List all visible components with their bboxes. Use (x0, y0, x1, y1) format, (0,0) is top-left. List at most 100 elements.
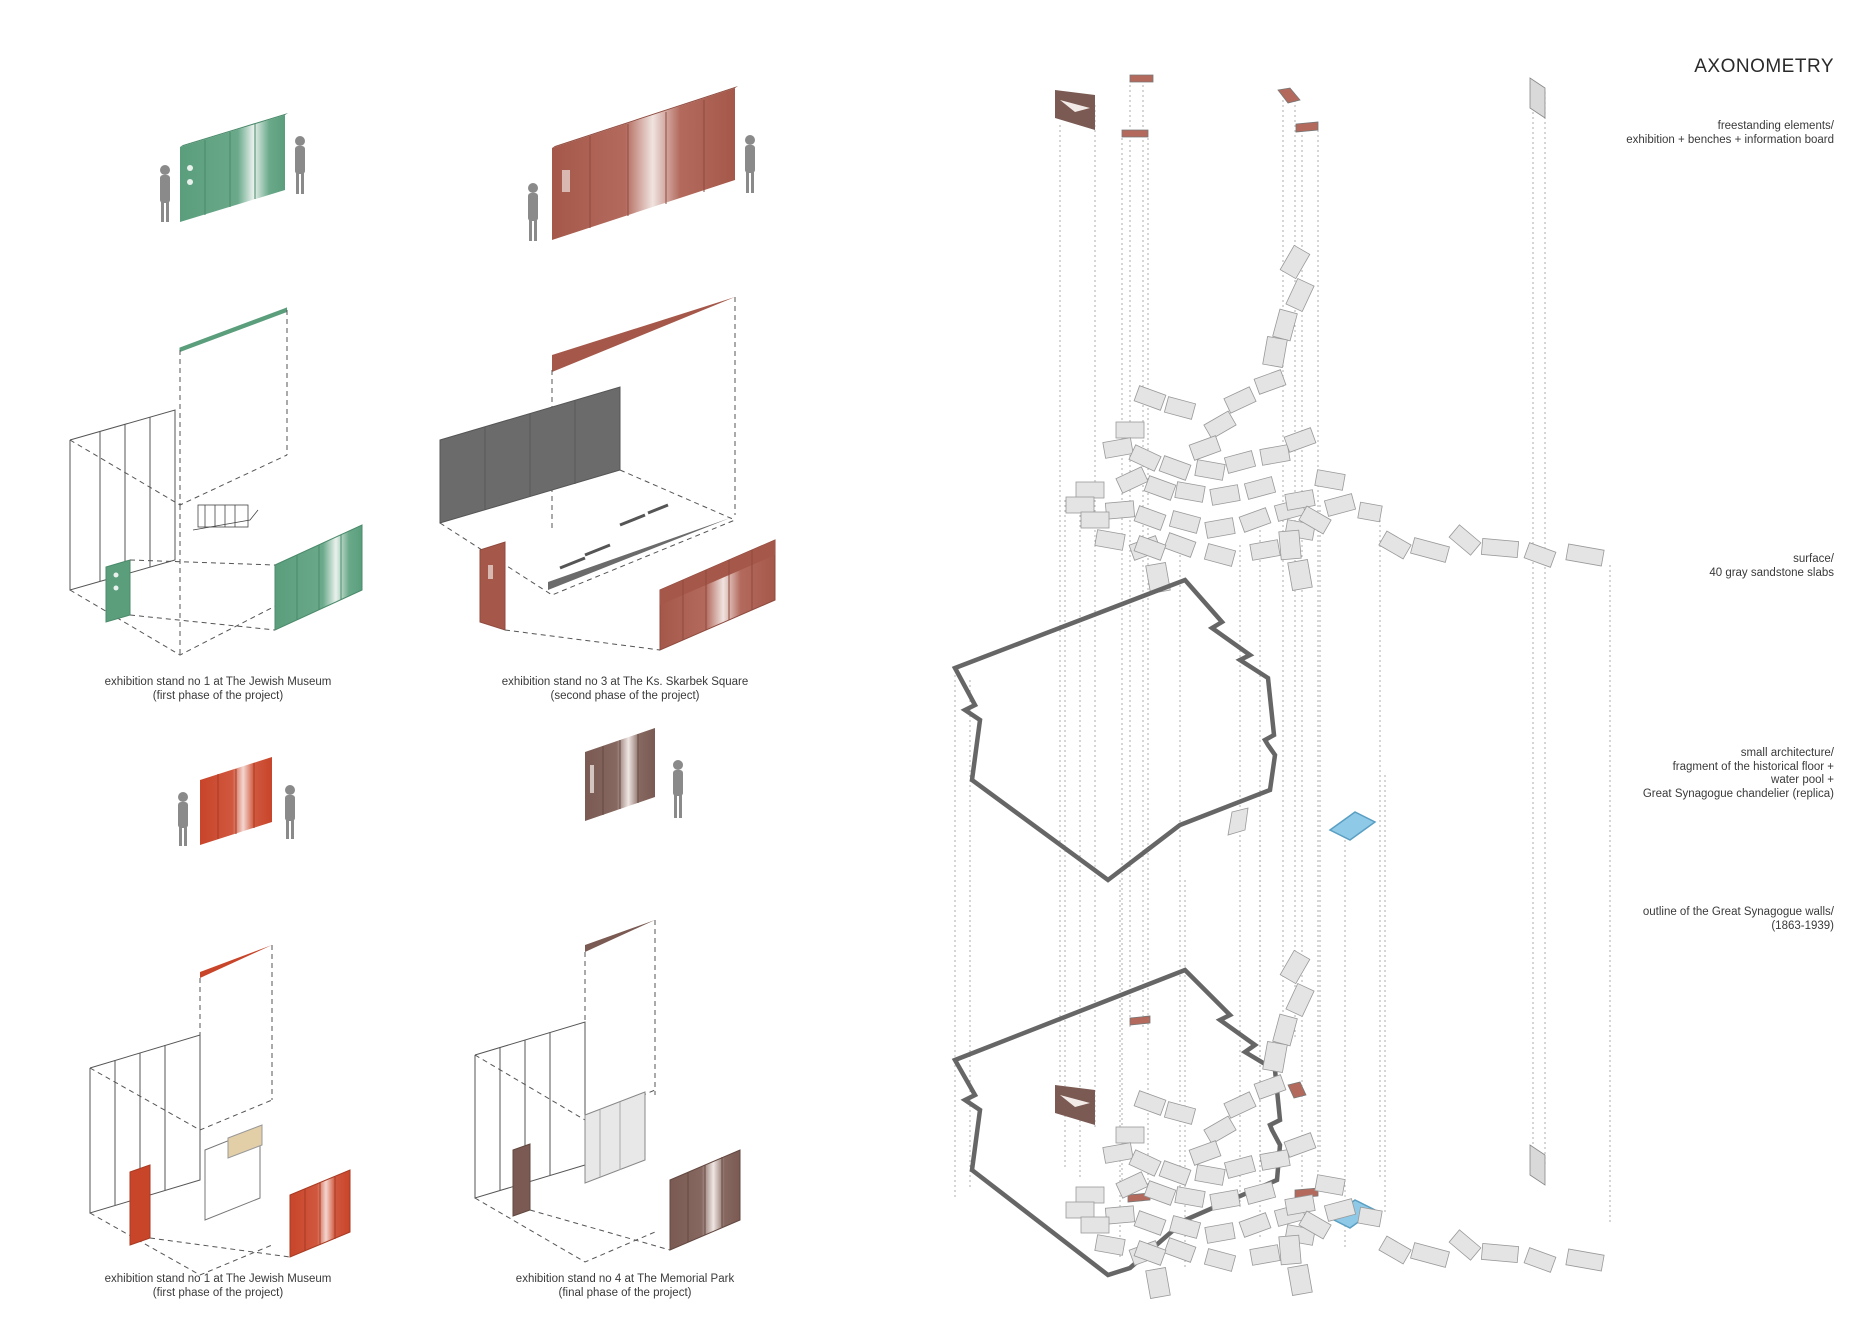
information-board-icon (1529, 77, 1546, 119)
sandstone-slab (1094, 1234, 1126, 1256)
sandstone-slab (1279, 949, 1311, 985)
sandstone-slab (1163, 396, 1197, 420)
stand-caption: exhibition stand no 3 at The Ks. Skarbek… (475, 675, 775, 703)
sandstone-slab (1314, 1174, 1346, 1196)
stand-3-perspective (528, 86, 755, 241)
sandstone-slab (1102, 1142, 1134, 1164)
sandstone-slab (1565, 543, 1605, 567)
sandstone-slab (1278, 1234, 1302, 1266)
sandstone-slab (1133, 1240, 1167, 1266)
sandstone-slab (1128, 444, 1162, 472)
sandstone-slab (1238, 507, 1272, 533)
person-silhouette (673, 760, 683, 818)
sandstone-slab (1133, 385, 1167, 411)
stand-caption-line2: (first phase of the project) (152, 690, 284, 702)
sandstone-slab (1285, 982, 1315, 1018)
chandelier-icon (192, 504, 259, 531)
sandstone-slab (1523, 1247, 1557, 1273)
stand-caption: exhibition stand no 1 at The Jewish Muse… (68, 1272, 368, 1300)
sandstone-slab (1065, 1201, 1095, 1219)
information-board-icon (1529, 1144, 1546, 1186)
layer-label-line: (1863-1939) (1771, 919, 1834, 932)
sandstone-slab (1115, 421, 1145, 439)
sandstone-slab (1115, 1126, 1145, 1144)
sandstone-slab (1168, 1215, 1202, 1239)
layer-label-line: water pool + (1771, 774, 1834, 786)
sandstone-slab (1133, 505, 1167, 531)
sandstone-slab (1203, 410, 1237, 440)
sandstone-slab (1378, 530, 1412, 560)
sandstone-slab (1158, 455, 1192, 481)
sandstone-slab (1143, 1180, 1177, 1206)
stand-caption-line1: exhibition stand no 1 at The Jewish Muse… (104, 1273, 332, 1285)
sandstone-slab (1203, 1248, 1237, 1272)
small-architecture-layer (951, 577, 1377, 883)
sandstone-slab (1075, 1186, 1105, 1204)
person-silhouette (178, 792, 188, 846)
stand-4-exploded (474, 920, 741, 1263)
person-silhouette (745, 135, 755, 193)
sandstone-slab (1194, 1164, 1226, 1186)
sandstone-slab (1203, 543, 1237, 567)
sandstone-slab (1253, 369, 1287, 395)
layer-label-line: 40 gray sandstone slabs (1709, 566, 1834, 579)
page-title: AXONOMETRY (1694, 56, 1834, 77)
stand-1-perspective (160, 113, 305, 222)
stand-caption-line1: exhibition stand no 4 at The Memorial Pa… (515, 1273, 735, 1285)
sandstone-slab (1272, 308, 1298, 342)
layer-label-line: fragment of the historical floor + (1672, 760, 1834, 773)
layer-label: surface/ 40 gray sandstone slabs (1709, 553, 1834, 580)
sandstone-slab (1194, 459, 1226, 481)
sandstone-slab (1410, 537, 1450, 563)
sandstone-slab (1262, 336, 1288, 368)
sandstone-slab (1448, 1229, 1482, 1261)
freestanding-elements (1055, 74, 1546, 138)
sandstone-slabs-surface (1065, 244, 1605, 594)
sandstone-slab (1410, 1242, 1450, 1268)
bench-icon (1129, 74, 1154, 83)
sandstone-slab (1203, 1115, 1237, 1145)
sandstone-slab (1259, 1149, 1291, 1171)
sandstone-slab (1128, 1149, 1162, 1177)
stand-caption-line2: (second phase of the project) (550, 690, 700, 702)
sandstone-slab (1278, 529, 1302, 561)
sandstone-slab (1188, 1140, 1222, 1166)
sandstone-slab (1279, 244, 1311, 280)
stand-4-perspective (585, 728, 683, 821)
layer-label-line: surface/ (1793, 553, 1834, 565)
sandstone-slab (1243, 1181, 1277, 1205)
bench-icon (1277, 87, 1301, 104)
sandstone-slab (1223, 450, 1257, 474)
layer-label: freestanding elements/ exhibition + benc… (1626, 120, 1834, 147)
layer-label-line: small architecture/ (1740, 747, 1834, 759)
person-silhouette (285, 785, 295, 839)
person-silhouette (528, 183, 538, 241)
bench-icon (1287, 1081, 1307, 1099)
sandstone-slab (1287, 1264, 1313, 1296)
sandstone-slab (1188, 435, 1222, 461)
sandstone-slab (1283, 427, 1317, 453)
sandstone-slab (1448, 524, 1482, 556)
stand-1-exploded (69, 307, 363, 656)
stand-caption: exhibition stand no 4 at The Memorial Pa… (475, 1272, 775, 1300)
sandstone-slab (1223, 1155, 1257, 1179)
sandstone-slab (1357, 1206, 1383, 1228)
sandstone-slab (1378, 1235, 1412, 1265)
layer-label: outline of the Great Synagogue walls/ (1… (1643, 906, 1834, 933)
historical-floor-fragment (1227, 807, 1249, 836)
sandstone-slab (1262, 1041, 1288, 1073)
bench-icon (1121, 129, 1149, 138)
sandstone-slab (1094, 529, 1126, 551)
layer-label-line: exhibition + benches + information board (1626, 133, 1834, 146)
sandstone-slab (1104, 500, 1136, 520)
sandstone-slab (1133, 1090, 1167, 1116)
sandstone-slabs-ground (1065, 949, 1605, 1299)
sandstone-slab (1133, 1210, 1167, 1236)
sandstone-slab (1204, 1222, 1236, 1244)
sandstone-slab (1565, 1248, 1605, 1272)
layer-label-line: Great Synagogue chandelier (replica) (1642, 787, 1834, 800)
sandstone-slab (1287, 559, 1313, 591)
sandstone-slab (1163, 532, 1197, 558)
